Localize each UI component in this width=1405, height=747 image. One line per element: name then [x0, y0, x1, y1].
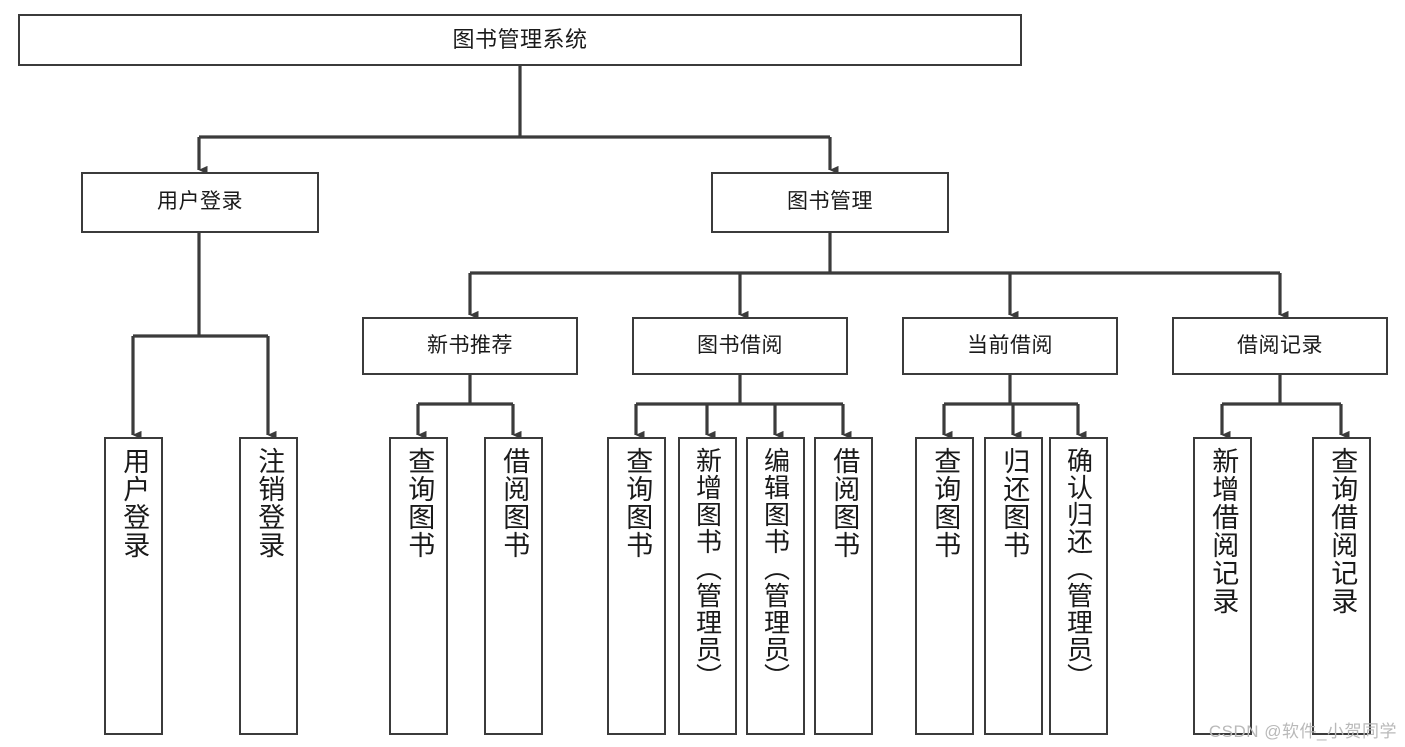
node-label: 图书管理系统	[452, 27, 588, 53]
node-label: 图书借阅	[697, 333, 783, 357]
node-label: 用户登录	[119, 447, 150, 559]
node-book-management-system[interactable]: 图书管理系统	[18, 14, 1022, 66]
node-label: 查询图书	[622, 447, 653, 559]
node-label: 当前借阅	[967, 333, 1053, 357]
leaf-borrow-book[interactable]: 借阅图书	[814, 437, 873, 735]
node-label: 查询图书	[404, 447, 435, 559]
csdn-watermark: CSDN @软件_小贺同学	[1208, 722, 1397, 741]
node-label: 用户登录	[157, 190, 243, 214]
node-label: 查询借阅记录	[1327, 447, 1358, 615]
node-current-borrow[interactable]: 当前借阅	[902, 317, 1118, 375]
node-label: 注销登录	[254, 447, 285, 559]
node-label: 借阅图书	[829, 447, 860, 559]
leaf-user-logout[interactable]: 注销登录	[239, 437, 298, 735]
node-label: 查询图书	[930, 447, 961, 559]
leaf-query-book-new[interactable]: 查询图书	[389, 437, 448, 735]
leaf-edit-book-admin[interactable]: 编辑图书（管理员）	[746, 437, 805, 735]
node-label: 借阅图书	[499, 447, 530, 559]
leaf-borrow-book-new[interactable]: 借阅图书	[484, 437, 543, 735]
node-label: 新增图书（管理员）	[692, 447, 723, 690]
node-label: 新增借阅记录	[1208, 447, 1239, 615]
node-label: 图书管理	[787, 190, 873, 214]
leaf-user-login[interactable]: 用户登录	[104, 437, 163, 735]
leaf-query-book-current[interactable]: 查询图书	[915, 437, 974, 735]
leaf-add-borrow-record[interactable]: 新增借阅记录	[1193, 437, 1252, 735]
node-label: 编辑图书（管理员）	[760, 447, 791, 690]
node-label: 借阅记录	[1237, 333, 1323, 357]
node-label: 归还图书	[999, 447, 1030, 559]
leaf-query-borrow-record[interactable]: 查询借阅记录	[1312, 437, 1371, 735]
node-borrow-record[interactable]: 借阅记录	[1172, 317, 1388, 375]
node-label: 确认归还（管理员）	[1063, 447, 1094, 690]
leaf-query-book-borrow[interactable]: 查询图书	[607, 437, 666, 735]
node-user-login[interactable]: 用户登录	[81, 172, 319, 233]
leaf-confirm-return-admin[interactable]: 确认归还（管理员）	[1049, 437, 1108, 735]
leaf-return-book[interactable]: 归还图书	[984, 437, 1043, 735]
node-book-management[interactable]: 图书管理	[711, 172, 949, 233]
node-label: 新书推荐	[427, 333, 513, 357]
node-new-book-recommend[interactable]: 新书推荐	[362, 317, 578, 375]
node-book-borrow[interactable]: 图书借阅	[632, 317, 848, 375]
leaf-add-book-admin[interactable]: 新增图书（管理员）	[678, 437, 737, 735]
